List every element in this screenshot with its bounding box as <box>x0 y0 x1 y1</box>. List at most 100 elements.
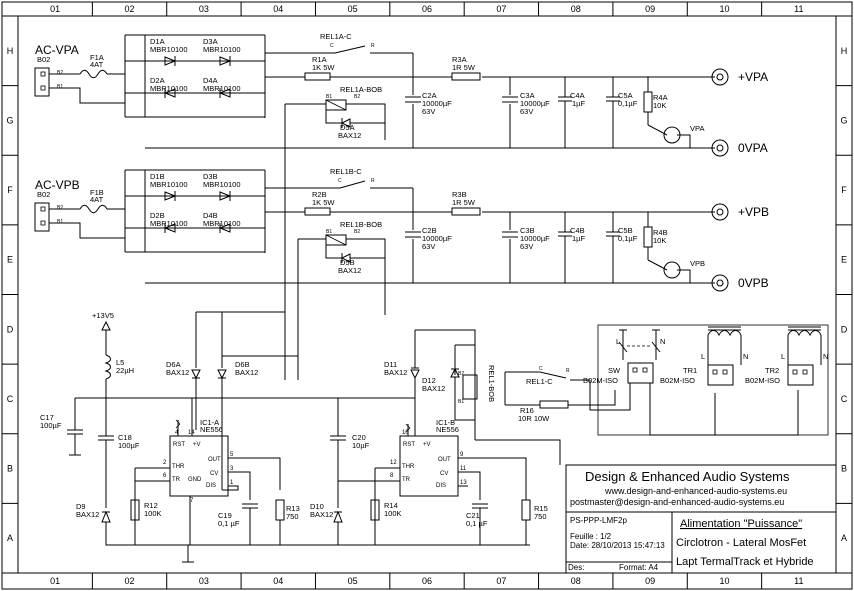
grid-col-label: 02 <box>125 576 135 586</box>
connector-b: B02 <box>37 190 50 199</box>
d10-ref: D10 <box>310 502 324 511</box>
c21-val: 0,1 µF <box>466 519 488 528</box>
grid-row-label: C <box>7 394 14 404</box>
diode-d4a <box>218 88 231 98</box>
sw-l-label: L <box>616 337 620 346</box>
ac-label-a: AC-VPA <box>35 43 79 57</box>
d4b-val: MBR10100 <box>203 219 241 228</box>
drawing-subtitle-2: Lapt TermalTrack et Hybride <box>676 556 814 568</box>
rel1a-pin-r: R <box>371 43 375 49</box>
diode-d3b <box>219 191 232 201</box>
grid-row-label: F <box>7 185 13 195</box>
sw-ref: SW <box>608 366 621 375</box>
r4a-ref: R4A <box>653 93 668 102</box>
rel1-bob-b1: B1 <box>458 399 464 405</box>
relay-contact-c <box>504 371 590 405</box>
ic1b-pin-cv: CV <box>440 471 448 477</box>
c20-ref: C20 <box>352 433 366 442</box>
sheet-number: 1/2 <box>600 532 612 541</box>
ic1b-pin-rst: RST <box>403 442 415 448</box>
tr1-iso: B02M-ISO <box>660 376 695 385</box>
cap-c3a <box>502 77 518 148</box>
c18-val: 100µF <box>118 441 140 450</box>
r3b-val: 1R 5W <box>452 198 476 207</box>
grid-row-label: G <box>840 115 847 125</box>
d1b-ref: D1B <box>150 172 165 181</box>
c18-ref: C18 <box>118 433 132 442</box>
rel1-bob-b2: B2 <box>458 371 464 377</box>
resistor-r4a <box>643 77 653 125</box>
sw-iso: B02M-ISO <box>583 376 618 385</box>
ic1b-pin-dis: DIS <box>436 483 446 489</box>
grid-row-label: E <box>7 255 13 265</box>
ic1b-n12: 12 <box>390 460 397 466</box>
rel1b-bob-b2: B2 <box>354 229 360 235</box>
grid-row-label: H <box>841 46 848 56</box>
ac-label-b: AC-VPB <box>35 178 80 192</box>
r13-ref: R13 <box>286 504 300 513</box>
d3b-ref: D3B <box>203 172 218 181</box>
diode-d6a <box>191 312 201 430</box>
c3b-val: 10000µF <box>520 234 550 243</box>
ic1b-type: NE556 <box>436 425 459 434</box>
terminal-neg-a <box>711 139 729 157</box>
c21-ref: C21 <box>466 511 480 520</box>
ic1b-n11: 11 <box>460 466 467 472</box>
led-vpa-ref: VPA <box>690 124 704 133</box>
grid-col-label: 03 <box>199 576 209 586</box>
ic1a-n4: 4 <box>175 430 179 436</box>
diode-d1b <box>164 191 177 201</box>
d1b-val: MBR10100 <box>150 180 188 189</box>
grid-col-label: 02 <box>125 4 135 14</box>
terminal-pos-a <box>711 68 729 86</box>
pin-b1: B1 <box>57 219 63 225</box>
ic1b-n13: 13 <box>460 480 467 486</box>
grid-col-label: 08 <box>571 576 581 586</box>
r2b-ref: R2B <box>312 190 327 199</box>
cap-c2a <box>405 77 421 148</box>
c3b-v: 63V <box>520 242 533 251</box>
ic1a-n7: 7 <box>190 498 194 504</box>
resistor-r14 <box>370 499 380 521</box>
resistor-r15 <box>521 499 531 545</box>
tr1-l-label: L <box>701 352 705 361</box>
grid-col-label: 10 <box>719 4 729 14</box>
c4a-val: 1µF <box>572 99 585 108</box>
r15-ref: R15 <box>534 504 548 513</box>
grid-row-label: D <box>7 324 14 334</box>
d12-ref: D12 <box>422 376 436 385</box>
pos-a-label: +VPA <box>738 70 768 84</box>
ground-symbol <box>182 545 194 563</box>
c2a-val: 10000µF <box>422 99 452 108</box>
d4b-ref: D4B <box>203 211 218 220</box>
grid-row-label: H <box>7 46 14 56</box>
r3a-val: 1R 5W <box>452 63 476 72</box>
d4a-val: MBR10100 <box>203 84 241 93</box>
led-vpb-ref: VPB <box>690 259 705 268</box>
channel-a: AC-VPA B02 B2 B1 F1A 4AT D1A MBR10100 D3… <box>34 32 768 380</box>
diode-d6b <box>217 312 227 490</box>
format: Format: A4 <box>619 563 659 572</box>
c5a-ref: C5A <box>618 91 633 100</box>
d3a-ref: D3A <box>203 37 218 46</box>
d2b-val: MBR10100 <box>150 219 188 228</box>
ic1a-pin-tr: TR <box>172 477 181 483</box>
r16-ref: R16 <box>520 406 534 415</box>
grid-col-label: 01 <box>50 576 60 586</box>
diode-d2b <box>163 223 176 233</box>
terminal-neg-b <box>711 274 729 292</box>
mains-switch: L N SW B02M-ISO <box>583 329 665 385</box>
l5-ref: L5 <box>116 358 124 367</box>
sw-n-label: N <box>660 337 665 346</box>
ic1a-pin-rst: RST <box>173 442 185 448</box>
fuse-b-val: 4AT <box>90 195 104 204</box>
c4b-ref: C4B <box>570 226 585 235</box>
l5-val: 22µH <box>116 366 134 375</box>
r1a-val: 1K 5W <box>312 63 335 72</box>
rel1a-bob-ref: REL1A-BOB <box>340 85 382 94</box>
rel1b-c-ref: REL1B-C <box>330 167 362 176</box>
diode-d2a <box>163 88 176 98</box>
d3a-val: MBR10100 <box>203 45 241 54</box>
grid-col-label: 01 <box>50 4 60 14</box>
